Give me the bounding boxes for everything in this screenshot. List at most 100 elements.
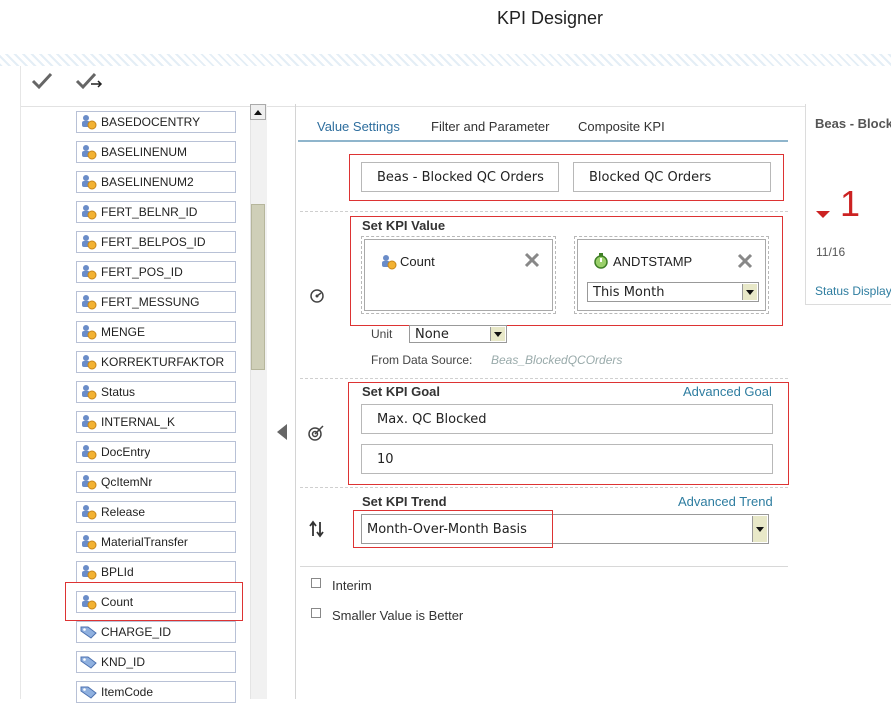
field-list-item[interactable]: BASELINENUM xyxy=(76,141,236,163)
field-icon xyxy=(77,533,101,551)
field-list-item-label: DocEntry xyxy=(101,445,151,459)
field-list-item[interactable]: FERT_BELPOS_ID xyxy=(76,231,236,253)
checkmark-icon xyxy=(31,72,53,96)
field-icon xyxy=(77,143,101,161)
field-list-item-label: Count xyxy=(101,595,134,609)
data-source-label: From Data Source: xyxy=(371,353,473,367)
field-list-item-label: FERT_POS_ID xyxy=(101,265,183,279)
checkmark-arrow-icon xyxy=(75,72,105,96)
tab-composite-kpi[interactable]: Composite KPI xyxy=(578,119,665,134)
field-list-item[interactable]: MaterialTransfer xyxy=(76,531,236,553)
field-list-item-label: ItemCode xyxy=(101,685,154,699)
field-list-item-label: CHARGE_ID xyxy=(101,625,172,639)
tab-value-settings[interactable]: Value Settings xyxy=(317,119,400,134)
field-list-item[interactable]: CHARGE_ID xyxy=(76,621,236,643)
data-source-value: Beas_BlockedQCOrders xyxy=(491,353,623,367)
section-divider xyxy=(300,378,788,379)
header-hatch xyxy=(0,54,891,66)
advanced-goal-link[interactable]: Advanced Goal xyxy=(683,384,772,399)
kpi-short-name-input[interactable]: Blocked QC Orders xyxy=(573,162,771,192)
chevron-down-icon xyxy=(490,327,505,341)
field-list-item-label: INTERNAL_K xyxy=(101,415,176,429)
ok-button[interactable] xyxy=(31,70,55,92)
interim-checkbox[interactable] xyxy=(311,578,321,588)
field-list-scrollbar[interactable] xyxy=(250,104,267,699)
field-list-item-label: BASEDOCENTRY xyxy=(101,115,201,129)
measure-label: Count xyxy=(400,254,435,269)
field-list-item[interactable]: Release xyxy=(76,501,236,523)
tab-filter-and-parameter[interactable]: Filter and Parameter xyxy=(431,119,550,134)
chevron-down-icon xyxy=(752,516,767,542)
kpi-short-name-value: Blocked QC Orders xyxy=(589,169,712,185)
scroll-up-button[interactable] xyxy=(250,104,266,120)
field-list-item-label: Release xyxy=(101,505,146,519)
section-divider xyxy=(300,487,788,488)
trend-value: Month-Over-Month Basis xyxy=(367,521,527,537)
field-list-item[interactable]: DocEntry xyxy=(76,441,236,463)
field-list-item[interactable]: BASEDOCENTRY xyxy=(76,111,236,133)
preview-title: Beas - Blocked QC Orders xyxy=(815,116,891,131)
field-list-item-label: BASELINENUM xyxy=(101,145,188,159)
kpi-goal-highlight xyxy=(348,382,789,485)
close-icon xyxy=(524,252,540,272)
stopwatch-icon xyxy=(592,252,610,275)
preview-value: 1 xyxy=(840,183,861,224)
field-list-item-label: MENGE xyxy=(101,325,146,339)
scrollbar-thumb[interactable] xyxy=(251,204,265,370)
field-icon xyxy=(77,293,101,311)
field-list-item[interactable]: Count xyxy=(76,591,236,613)
trend-select[interactable]: Month-Over-Month Basis xyxy=(361,514,769,544)
goal-value: 10 xyxy=(377,451,394,467)
unit-label: Unit xyxy=(371,327,393,341)
field-list-item[interactable]: KORREKTURFAKTOR xyxy=(76,351,236,373)
close-icon xyxy=(737,253,753,273)
field-list-item[interactable]: BPLId xyxy=(76,561,236,583)
remove-measure-button[interactable] xyxy=(524,252,540,273)
field-list-item-label: FERT_BELNR_ID xyxy=(101,205,198,219)
field-list-item[interactable]: ItemCode xyxy=(76,681,236,703)
apply-button[interactable] xyxy=(75,70,105,92)
period-select[interactable]: This Month xyxy=(587,282,759,302)
collapse-panel-arrow-icon[interactable] xyxy=(277,424,287,440)
kpi-preview-panel xyxy=(805,104,891,305)
field-list-item-label: QcItemNr xyxy=(101,475,153,489)
goal-name-value: Max. QC Blocked xyxy=(377,411,487,427)
goal-name-input[interactable]: Max. QC Blocked xyxy=(361,404,773,434)
remove-time-button[interactable] xyxy=(737,253,753,274)
kpi-value-highlight xyxy=(350,216,783,326)
panel-divider xyxy=(295,104,296,699)
count-field-highlight xyxy=(65,582,243,621)
field-list-item[interactable]: Status xyxy=(76,381,236,403)
field-list-item[interactable]: BASELINENUM2 xyxy=(76,171,236,193)
field-list-item[interactable]: QcItemNr xyxy=(76,471,236,493)
field-icon xyxy=(77,443,101,461)
measure-card[interactable] xyxy=(364,239,553,311)
field-list-item-label: KORREKTURFAKTOR xyxy=(101,355,225,369)
field-list-item[interactable]: FERT_BELNR_ID xyxy=(76,201,236,223)
preview-date: 11/16 xyxy=(816,245,846,259)
field-list-item-label: FERT_BELPOS_ID xyxy=(101,235,206,249)
tag-icon xyxy=(77,684,101,700)
time-field-label: ANDTSTAMP xyxy=(613,254,693,269)
smaller-better-checkbox[interactable] xyxy=(311,608,321,618)
field-list-item[interactable]: FERT_MESSUNG xyxy=(76,291,236,313)
goal-value-input[interactable]: 10 xyxy=(361,444,773,474)
field-list-item[interactable]: INTERNAL_K xyxy=(76,411,236,433)
kpi-title-input[interactable]: Beas - Blocked QC Orders xyxy=(361,162,559,192)
field-list-item[interactable]: KND_ID xyxy=(76,651,236,673)
field-icon xyxy=(77,203,101,221)
field-icon xyxy=(77,263,101,281)
trend-down-icon xyxy=(816,211,830,218)
field-icon xyxy=(380,253,398,276)
field-list-item[interactable]: MENGE xyxy=(76,321,236,343)
status-display-link[interactable]: Status Display xyxy=(815,284,891,298)
unit-select[interactable]: None xyxy=(409,325,507,343)
arrow-up-icon xyxy=(254,109,262,115)
field-list-item[interactable]: FERT_POS_ID xyxy=(76,261,236,283)
field-list-item-label: KND_ID xyxy=(101,655,146,669)
advanced-trend-link[interactable]: Advanced Trend xyxy=(678,494,773,509)
field-list-item-label: BASELINENUM2 xyxy=(101,175,194,189)
field-icon xyxy=(77,113,101,131)
field-icon xyxy=(77,593,101,611)
kpi-title-value: Beas - Blocked QC Orders xyxy=(377,169,544,185)
